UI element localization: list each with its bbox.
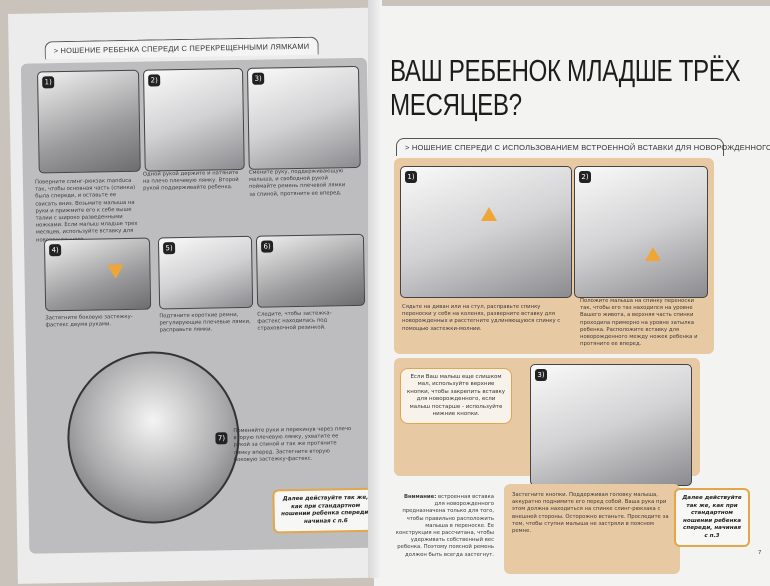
step-7-caption: Поменяйте руки и перекинув через плечо в… <box>233 426 352 463</box>
step-1-illustration: 1) <box>400 166 572 298</box>
step-3-illustration: 3) <box>246 65 361 170</box>
book-gutter <box>368 0 382 578</box>
step-6-illustration: 6) <box>255 233 366 308</box>
right-page: ВАШ РЕБЕНОК МЛАДШЕ ТРЁХ МЕСЯЦЕВ? > НОШЕН… <box>374 6 770 586</box>
step-1-caption: Поверните слинг-рюкзак manduca так, чтоб… <box>34 177 138 243</box>
step-2-illustration: 2) <box>574 166 708 298</box>
step-4-illustration: 4) <box>43 237 152 312</box>
page-number: 7 <box>758 550 762 556</box>
steps-panel: 1) 2) 3) Поверните слинг-рюкзак manduca … <box>20 57 376 554</box>
step-7-number: 7) <box>215 432 228 445</box>
steps-1-2-panel: 1) 2) Сядьте на диван или на стул, распр… <box>394 158 714 354</box>
section-tag: > НОШЕНИЕ РЕБЕНКА СПЕРЕДИ С ПЕРЕКРЕЩЕННЫ… <box>44 36 319 60</box>
step-3-illustration: 3) <box>530 364 692 486</box>
step-3-panel: 3) Если Ваш малыш еще слишком мал, испол… <box>394 358 700 486</box>
step-5-caption: Подтяните короткие ремни, регулирующие п… <box>159 312 251 334</box>
step-6-caption: Следите, чтобы застежка-фастекс находила… <box>257 310 332 333</box>
step-5-illustration: 5) <box>157 235 254 310</box>
warning-label: Внимание: <box>403 494 437 500</box>
page-title-line-2: МЕСЯЦЕВ? <box>390 87 522 122</box>
step-1-caption: Сядьте на диван или на стул, расправьте … <box>402 304 561 332</box>
left-page: > НОШЕНИЕ РЕБЕНКА СПЕРЕДИ С ПЕРЕКРЕЩЕННЫ… <box>8 7 386 584</box>
step-1-illustration: 1) <box>37 69 141 174</box>
insert-buttons-bubble: Если Ваш малыш еще слишком мал, использу… <box>400 368 512 425</box>
step-2-caption: Положите малыша на спинку переноски так,… <box>580 298 698 348</box>
warning-text: Внимание: встроенная вставка для новорож… <box>394 494 494 559</box>
continue-note: Далее действуйте так же, как при стандар… <box>272 487 380 534</box>
page-title-line-1: ВАШ РЕБЕНОК МЛАДШЕ ТРЁХ <box>390 53 741 88</box>
step-2-caption: Одной рукой держите и натяните на плечо … <box>142 170 239 193</box>
step-3-caption-panel: Застегните кнопки. Поддерживая головку м… <box>504 484 680 574</box>
step-4-caption: Застегните боковую застежку-фастекс двум… <box>45 313 133 329</box>
section-tag: > НОШЕНИЕ СПЕРЕДИ С ИСПОЛЬЗОВАНИЕМ ВСТРО… <box>396 138 770 156</box>
step-2-illustration: 2) <box>142 67 245 172</box>
step-3-caption: Застегните кнопки. Поддерживая головку м… <box>512 492 669 535</box>
continue-note: Далее действуйте так же, как при стандар… <box>674 488 750 547</box>
step-3-caption: Смените руку, поддерживающую малыша, и с… <box>248 168 346 198</box>
warning-body: встроенная вставка для новорожденного пр… <box>395 494 494 558</box>
